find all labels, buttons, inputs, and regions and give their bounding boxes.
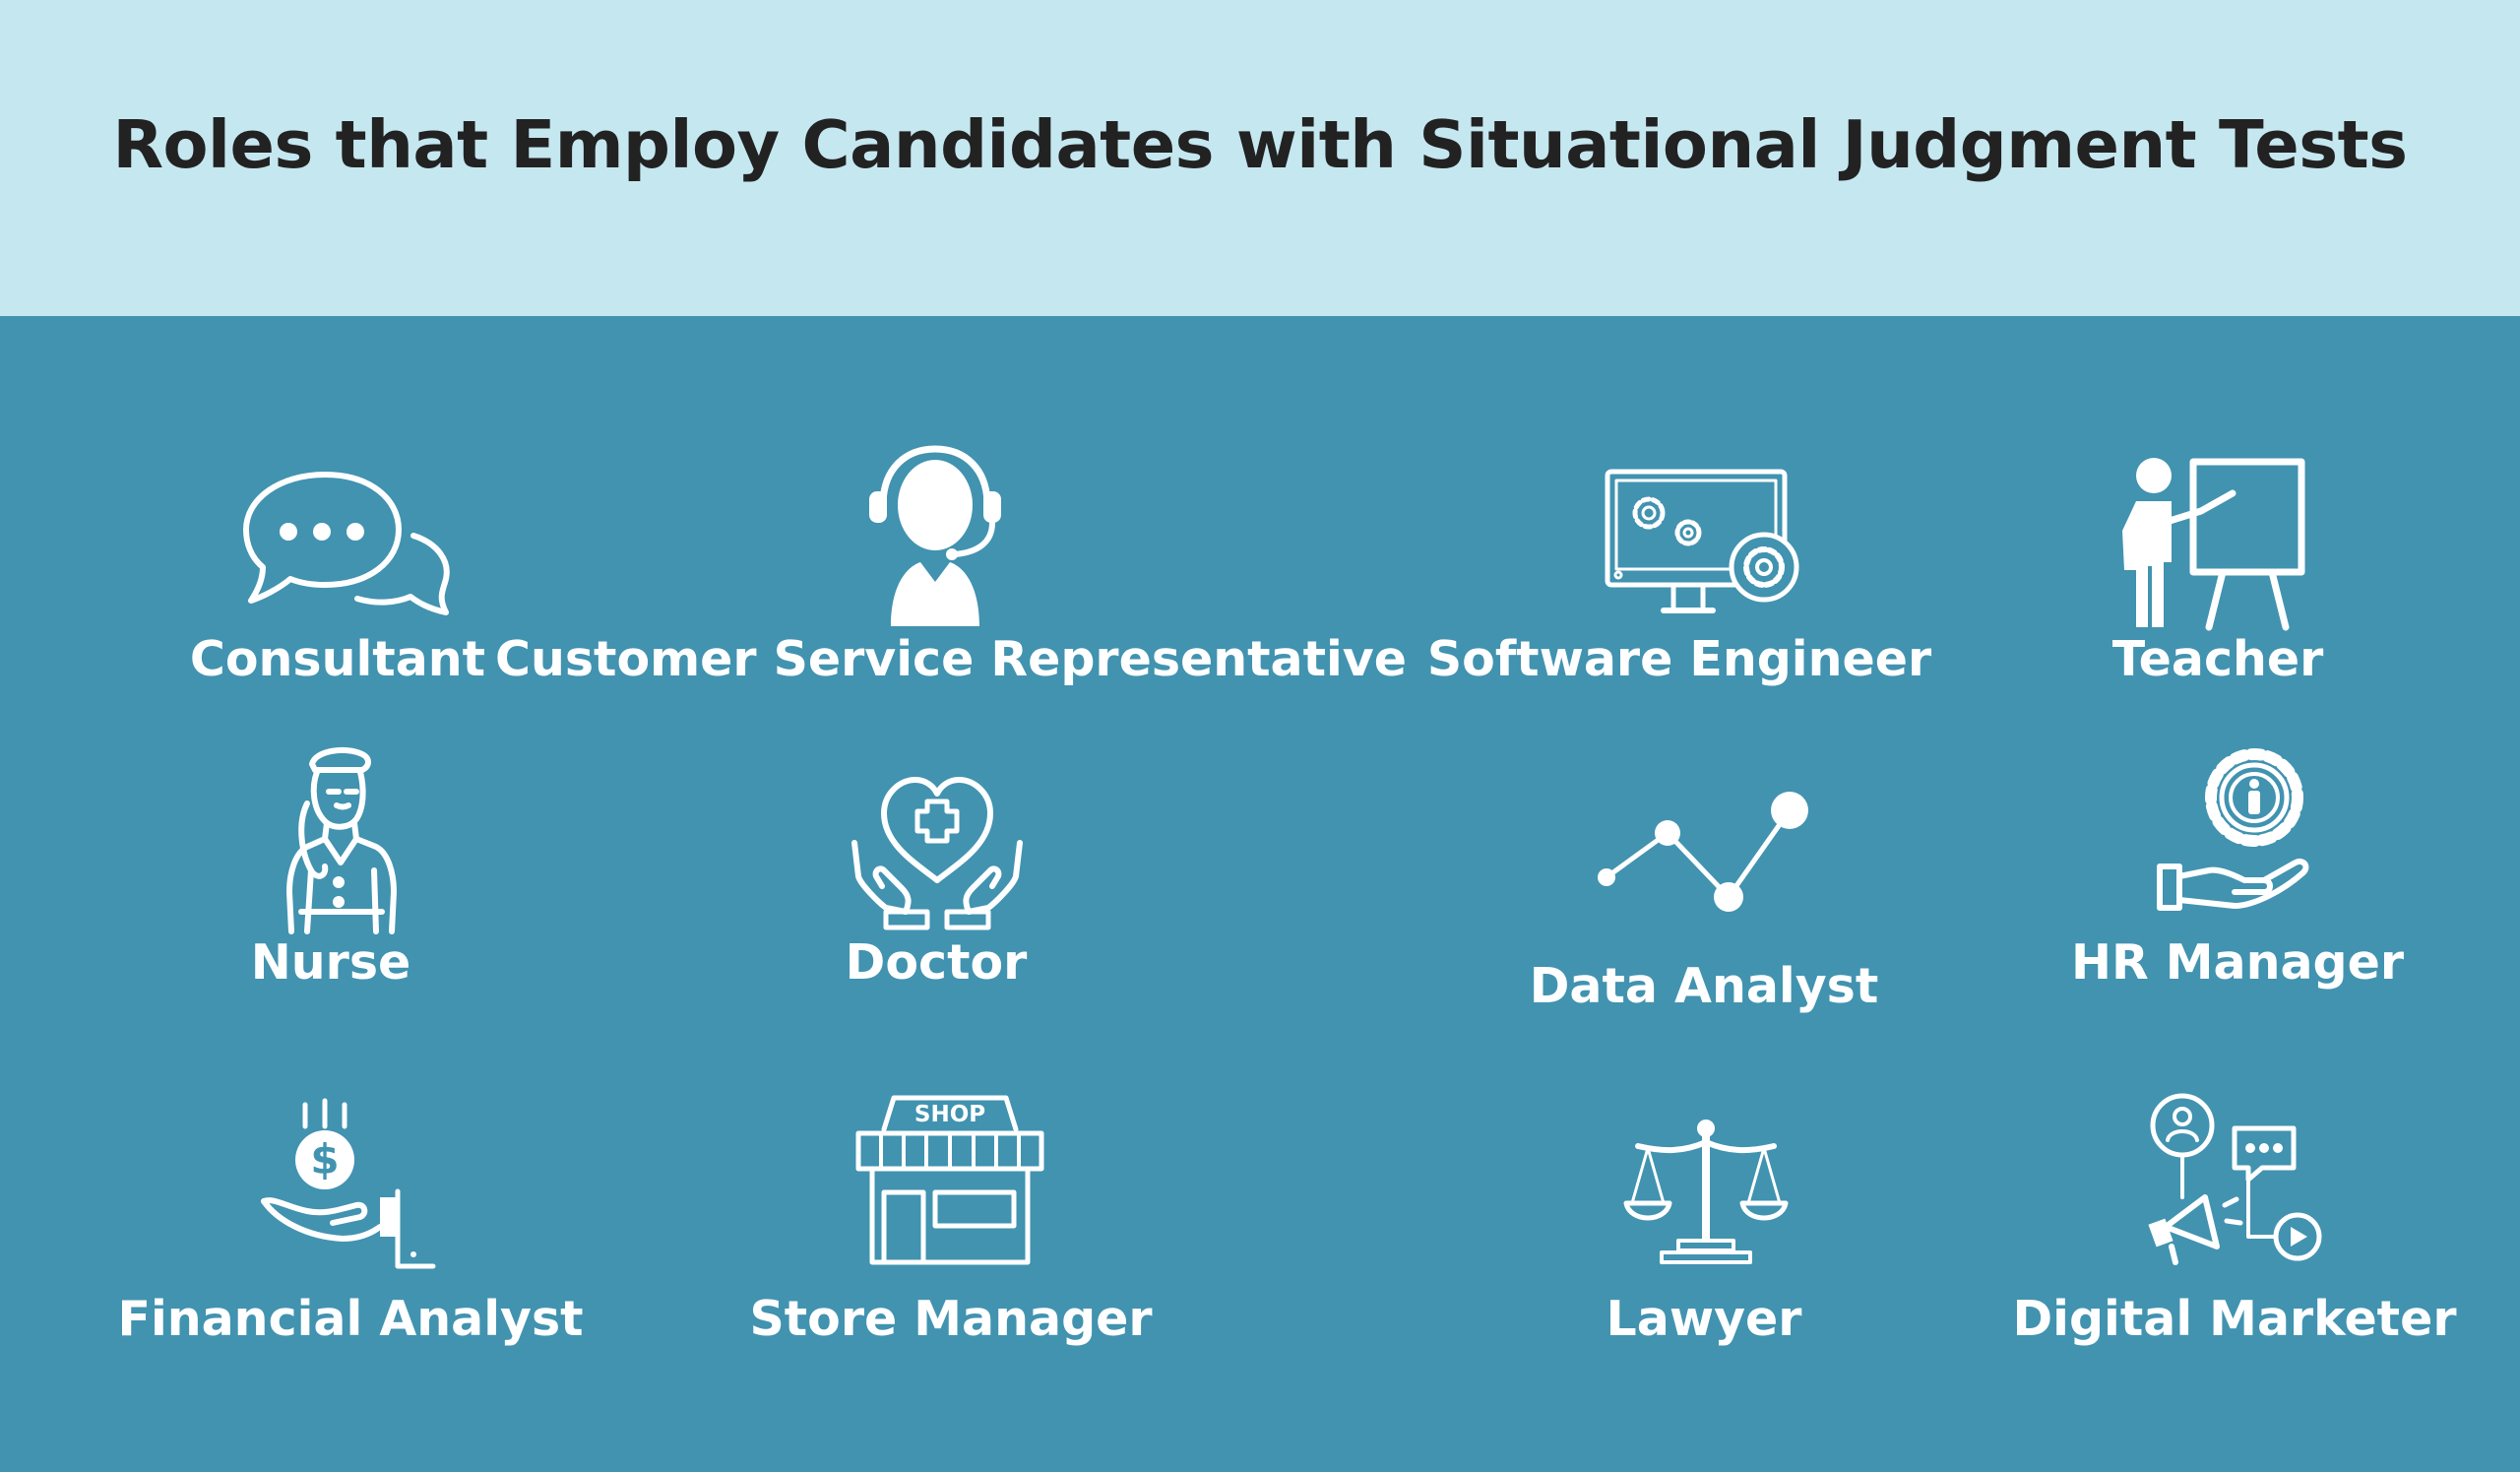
nurse-icon bbox=[286, 746, 397, 934]
role-label-store-manager: Store Manager bbox=[749, 1291, 1153, 1347]
role-label-lawyer: Lawyer bbox=[1606, 1291, 1802, 1347]
role-label-teacher: Teacher bbox=[2111, 631, 2324, 687]
role-label-hr-manager: HR Manager bbox=[2070, 934, 2405, 991]
hand-dollar-coin-icon: $ bbox=[261, 1098, 436, 1269]
role-label-doctor: Doctor bbox=[845, 934, 1028, 991]
role-label-customer-service-representative: Customer Service Representative bbox=[495, 631, 1407, 687]
chat-bubbles-icon bbox=[243, 472, 450, 615]
role-label-consultant: Consultant bbox=[189, 631, 486, 687]
line-graph-icon bbox=[1598, 792, 1808, 912]
shop-icon: SHOP bbox=[855, 1095, 1044, 1265]
role-label-financial-analyst: Financial Analyst bbox=[117, 1291, 584, 1347]
headset-agent-icon bbox=[869, 445, 1001, 626]
role-label-data-analyst: Data Analyst bbox=[1529, 958, 1879, 1014]
shop-sign: SHOP bbox=[914, 1102, 985, 1127]
teacher-board-icon bbox=[2122, 458, 2305, 631]
role-label-digital-marketer: Digital Marketer bbox=[2012, 1291, 2457, 1347]
scales-of-justice-icon bbox=[1623, 1120, 1789, 1264]
monitor-gears-icon bbox=[1605, 469, 1799, 613]
role-label-nurse: Nurse bbox=[250, 934, 411, 991]
heart-hands-icon bbox=[851, 777, 1023, 930]
svg-text:$: $ bbox=[310, 1135, 339, 1184]
roles-panel: Consultant Customer Service Representati… bbox=[0, 316, 2520, 1472]
page-title: Roles that Employ Candidates with Situat… bbox=[112, 106, 2408, 183]
role-label-software-engineer: Software Engineer bbox=[1426, 631, 1932, 687]
megaphone-social-icon bbox=[2148, 1093, 2322, 1265]
hand-gear-person-icon bbox=[2157, 748, 2309, 911]
header-banner: Roles that Employ Candidates with Situat… bbox=[0, 0, 2520, 316]
